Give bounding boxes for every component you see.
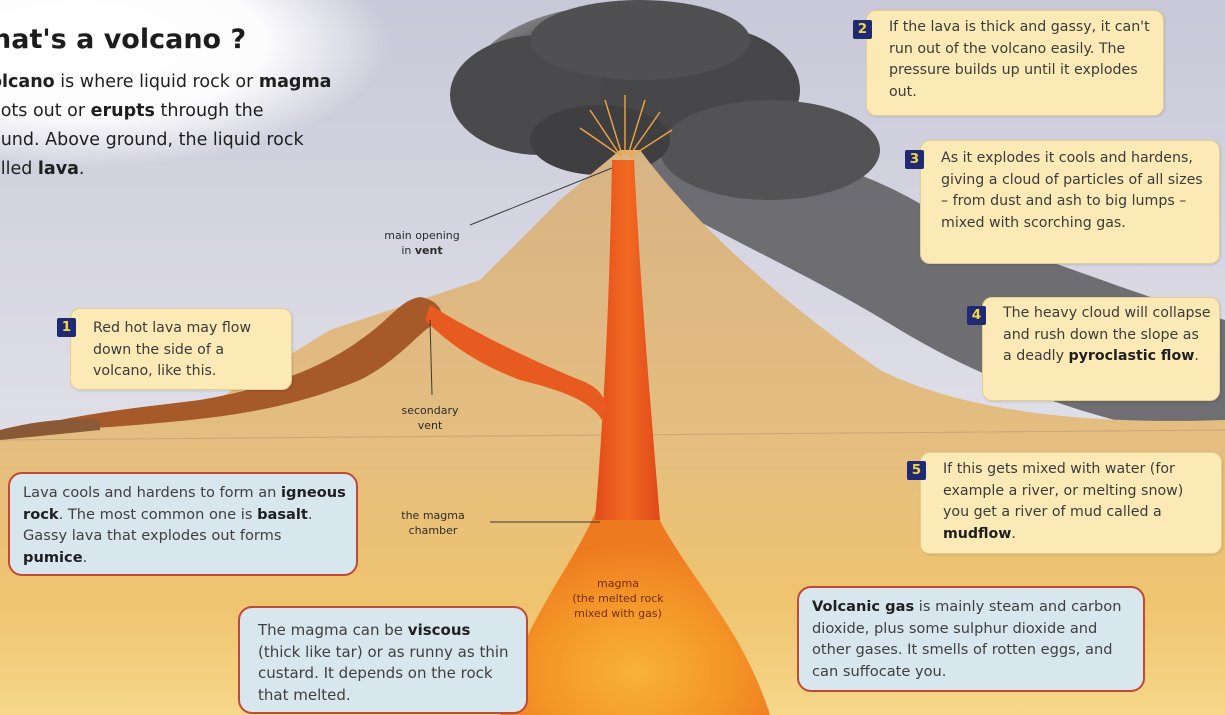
info-term: basalt — [257, 506, 308, 523]
callout-text-end: . — [1011, 526, 1016, 542]
callout-text: If this gets mixed with water (for examp… — [943, 461, 1183, 520]
info-text: (thick like tar) or as runny as thin cus… — [258, 643, 509, 704]
igneous-rock-infobox: Lava cools and hardens to form an igneou… — [8, 472, 358, 576]
info-term: Volcanic gas — [812, 598, 914, 615]
callout-number: 1 — [57, 318, 76, 337]
callout-number: 4 — [967, 306, 986, 325]
label-secondary-vent: secondary vent — [380, 403, 480, 433]
label-line: (the melted rock — [572, 592, 663, 605]
intro-part: ound. Above ground, the liquid rock — [0, 130, 304, 150]
info-text: . The most common one is — [59, 506, 257, 523]
intro-term-erupts: erupts — [91, 101, 155, 121]
info-text: The magma can be — [258, 621, 408, 639]
callout-2: 2 If the lava is thick and gassy, it can… — [866, 10, 1164, 116]
label-line: in — [401, 244, 415, 257]
volcanic-gas-infobox: Volcanic gas is mainly steam and carbon … — [797, 586, 1145, 692]
label-term: vent — [415, 244, 443, 257]
label-main-vent: main opening in vent — [362, 228, 482, 258]
callout-number: 5 — [907, 461, 926, 480]
intro-part: alled — [0, 159, 38, 179]
callout-term: mudflow — [943, 526, 1011, 542]
page-title: hat's a volcano ? — [0, 24, 246, 55]
intro-term-volcano: olcano — [0, 72, 55, 92]
label-line: the magma — [401, 509, 464, 522]
label-magma: magma (the melted rock mixed with gas) — [548, 576, 688, 621]
callout-text: Red hot lava may flow down the side of a… — [93, 320, 251, 379]
intro-part: is where liquid rock or — [55, 72, 259, 92]
info-text: Lava cools and hardens to form an — [23, 484, 281, 501]
intro-term-magma: magma — [259, 72, 332, 92]
callout-5: 5 If this gets mixed with water (for exa… — [920, 452, 1222, 554]
label-line: main opening — [384, 229, 459, 242]
callout-text-end: . — [1194, 348, 1199, 364]
callout-term: pyroclastic flow — [1069, 348, 1195, 364]
callout-text: If the lava is thick and gassy, it can't… — [889, 19, 1150, 100]
intro-part: oots out or — [0, 101, 91, 121]
info-term: pumice — [23, 549, 83, 566]
callout-text: As it explodes it cools and hardens, giv… — [941, 150, 1203, 231]
label-line: secondary — [401, 404, 458, 417]
label-line: chamber — [409, 524, 458, 537]
intro-part: . — [79, 159, 85, 179]
info-term: viscous — [408, 621, 471, 639]
callout-4: 4 The heavy cloud will collapse and rush… — [982, 297, 1220, 401]
label-line: magma — [597, 577, 639, 590]
intro-term-lava: lava — [38, 159, 79, 179]
callout-1: 1 Red hot lava may flow down the side of… — [70, 308, 292, 390]
callout-number: 3 — [905, 150, 924, 169]
intro-part: through the — [155, 101, 264, 121]
callout-number: 2 — [853, 20, 872, 39]
info-text: . — [83, 549, 88, 566]
viscous-magma-infobox: The magma can be viscous (thick like tar… — [238, 606, 528, 714]
intro-text: olcano is where liquid rock or magma oots… — [0, 68, 420, 184]
label-line: mixed with gas) — [574, 607, 662, 620]
callout-3: 3 As it explodes it cools and hardens, g… — [920, 140, 1220, 264]
label-magma-chamber: the magma chamber — [378, 508, 488, 538]
label-line: vent — [418, 419, 443, 432]
